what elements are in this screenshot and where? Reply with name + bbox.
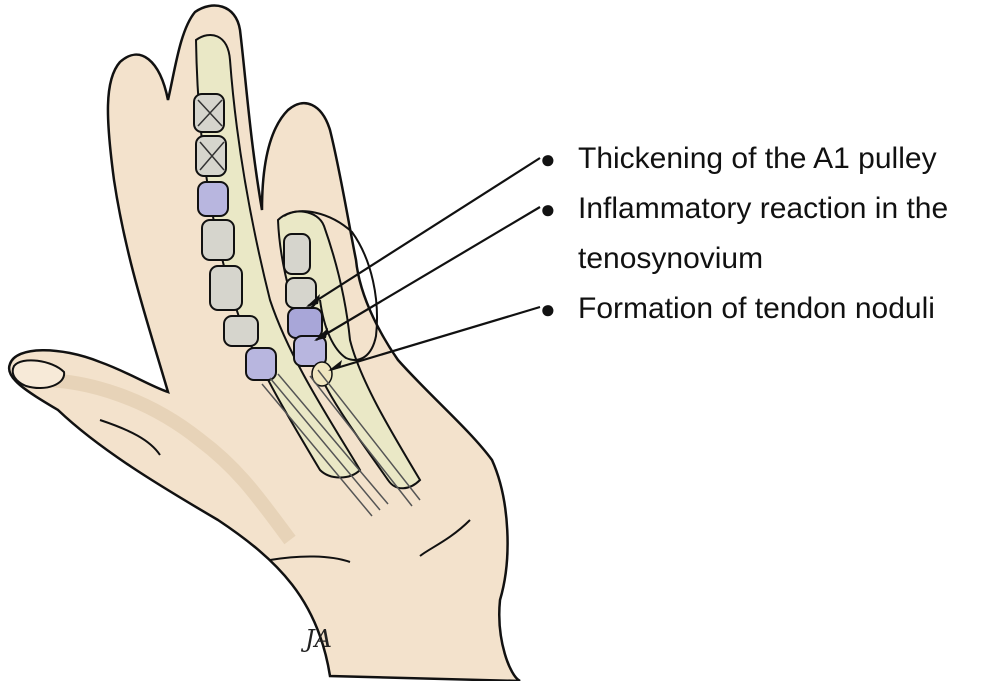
annotation-text: Thickening of the A1 pulley	[578, 134, 986, 184]
annotation-text: Formation of tendon noduli	[578, 284, 986, 334]
annotation-list: ● Thickening of the A1 pulley ● Inflamma…	[540, 134, 986, 334]
annotation-tenosynovium: ● Inflammatory reaction in the tenosynov…	[540, 184, 986, 284]
annotation-text: Inflammatory reaction in the tenosynoviu…	[578, 184, 986, 284]
annotation-noduli: ● Formation of tendon noduli	[540, 284, 986, 334]
artist-signature: JA	[305, 625, 332, 653]
bullet-icon: ●	[540, 134, 556, 184]
annotation-a1-pulley: ● Thickening of the A1 pulley	[540, 134, 986, 184]
bullet-icon: ●	[540, 284, 556, 334]
bullet-icon: ●	[540, 184, 556, 234]
